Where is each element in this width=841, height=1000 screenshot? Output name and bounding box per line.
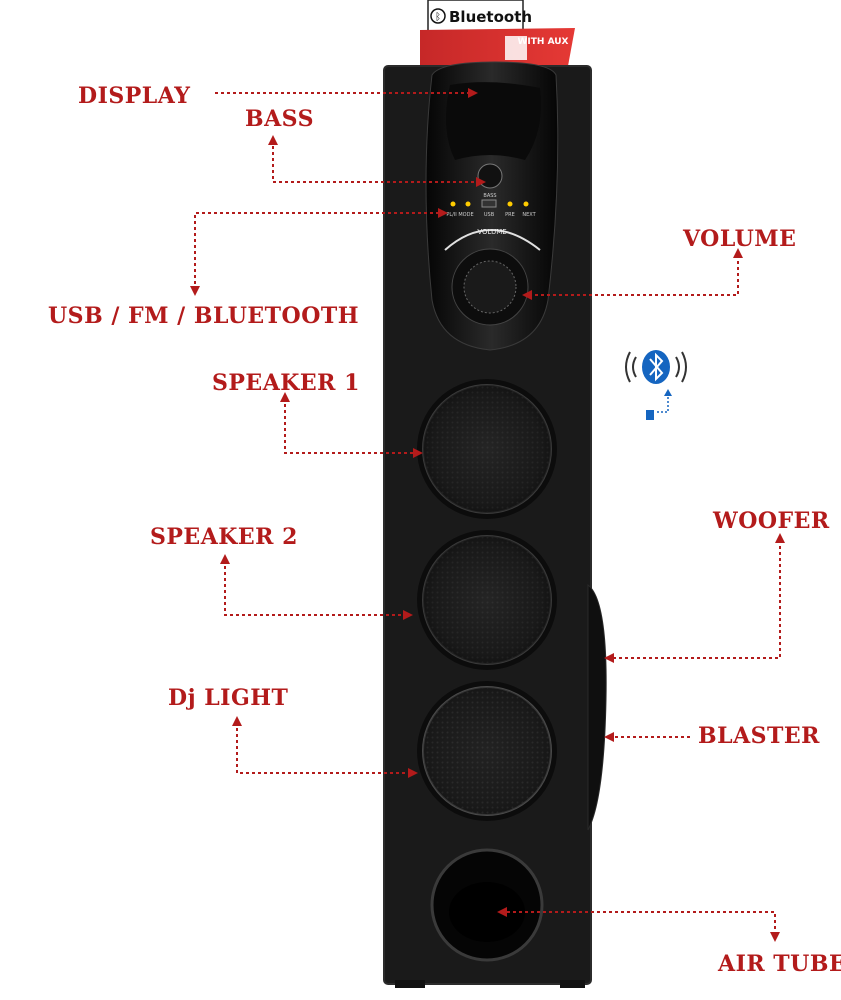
woofer-label: WOOFER bbox=[713, 508, 830, 534]
usb-arrow bbox=[194, 212, 440, 290]
usb-fm-bluetooth-label: USB / FM / BLUETOOTH bbox=[48, 303, 360, 329]
prev-button[interactable]: PRE bbox=[505, 212, 515, 218]
usb-button[interactable]: USB bbox=[484, 212, 495, 218]
leader-lines bbox=[194, 92, 781, 935]
arrow-heads bbox=[190, 88, 785, 942]
djlight-arrow bbox=[236, 722, 410, 774]
bass-arrow bbox=[272, 140, 478, 183]
next-button[interactable]: NEXT bbox=[522, 212, 536, 218]
bluetooth-tag: ᛒ Bluetooth WITH AUX bbox=[420, 0, 575, 66]
volume-arrow bbox=[530, 255, 739, 296]
control-panel: BASS PL/II MODE USB PRE NEXT VOLUME bbox=[425, 61, 559, 351]
display-label: DISPLAY bbox=[78, 83, 191, 109]
speaker2-arrow bbox=[224, 560, 405, 616]
dj-light-driver bbox=[417, 681, 557, 821]
volume-knob[interactable] bbox=[463, 260, 517, 314]
woofer-arrow bbox=[612, 540, 781, 659]
display-window bbox=[446, 82, 541, 160]
blaster-label: BLASTER bbox=[698, 723, 820, 749]
with-aux-text: WITH AUX bbox=[517, 37, 568, 47]
air-tube-label: AIR TUBE bbox=[718, 951, 841, 977]
play-mode-button[interactable]: PL/II MODE bbox=[446, 212, 473, 218]
panel-volume-label: VOLUME bbox=[477, 228, 506, 236]
airtube-arrow bbox=[505, 911, 776, 935]
bluetooth-tag-text: Bluetooth bbox=[449, 8, 532, 26]
speaker-2-label: SPEAKER 2 bbox=[150, 524, 298, 550]
blaster-panel bbox=[587, 583, 607, 831]
button-row: PL/II MODE USB PRE NEXT bbox=[446, 199, 537, 218]
speaker-1-driver bbox=[417, 379, 557, 519]
bluetooth-tag-icon: ᛒ bbox=[435, 12, 441, 23]
speaker-1-label: SPEAKER 1 bbox=[212, 370, 360, 396]
feature-ribbon bbox=[420, 28, 575, 66]
bass-label: BASS bbox=[245, 106, 314, 132]
speaker1-arrow bbox=[284, 398, 415, 454]
speaker-2-driver bbox=[417, 530, 557, 670]
bluetooth-wireless-icon bbox=[625, 350, 687, 420]
volume-label: VOLUME bbox=[683, 226, 797, 252]
panel-bass-label: BASS bbox=[483, 193, 496, 199]
play-mode-led bbox=[450, 201, 456, 207]
usb-port[interactable] bbox=[481, 199, 497, 208]
air-tube-port bbox=[430, 848, 544, 962]
dj-light-label: Dj LIGHT bbox=[168, 685, 289, 711]
bass-knob[interactable] bbox=[477, 163, 503, 189]
